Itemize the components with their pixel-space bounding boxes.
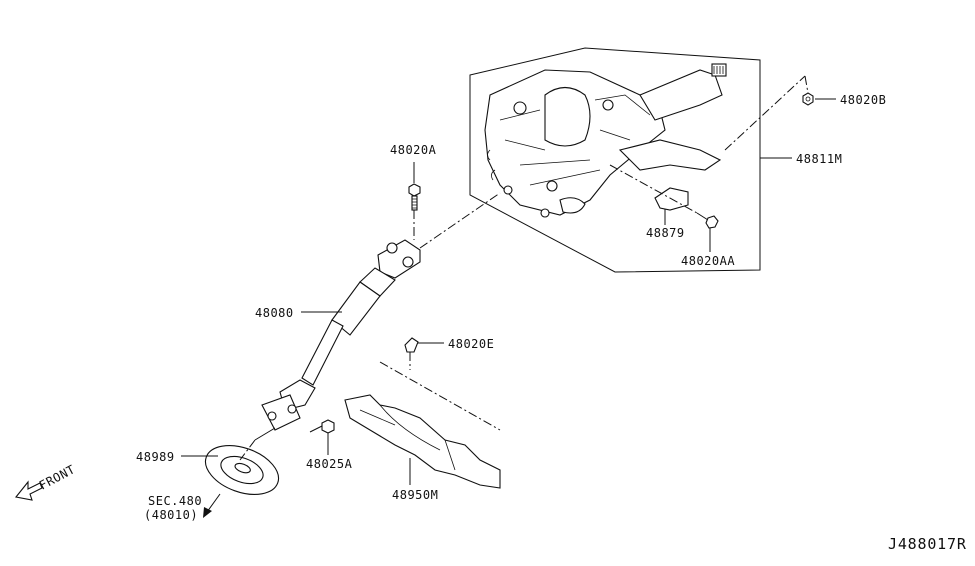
label-48080: 48080 (255, 306, 294, 320)
boot-48989-part (204, 445, 280, 495)
sec-arrow-icon (203, 493, 221, 518)
label-48879: 48879 (646, 226, 685, 240)
label-sec-480: SEC.480 (148, 494, 202, 508)
cover-48950m-part (344, 394, 501, 489)
diagram-code: J488017R (888, 535, 967, 553)
centerline-column-to-shaft (419, 192, 501, 249)
steering-column-assembly (484, 63, 727, 218)
bolt-48020aa-part (696, 212, 719, 229)
centerline-cover (379, 361, 501, 431)
centerline-column-to-nut (724, 75, 806, 151)
intermediate-shaft-48080-part (254, 239, 421, 441)
label-48950m: 48950M (392, 488, 438, 502)
bolt-48025a-part (309, 419, 335, 434)
label-48020e: 48020E (448, 337, 494, 351)
label-front: FRONT (37, 462, 78, 492)
bolt-48020a-part (408, 183, 421, 211)
centerline-nut-vertical (804, 75, 809, 94)
label-48025a: 48025A (306, 457, 353, 471)
label-48020b: 48020B (840, 93, 886, 107)
nut-48020b-part (802, 92, 814, 106)
label-48020a: 48020A (390, 143, 437, 157)
column-assembly-outline-box (469, 47, 761, 273)
label-48811m: 48811M (796, 152, 842, 166)
centerline-shaft-to-boot (239, 439, 256, 461)
clip-48020e-part (404, 337, 419, 353)
label-sec-48010: (48010) (144, 508, 198, 522)
front-arrow-icon (14, 480, 43, 501)
label-48989: 48989 (136, 450, 175, 464)
label-48020aa: 48020AA (681, 254, 735, 268)
